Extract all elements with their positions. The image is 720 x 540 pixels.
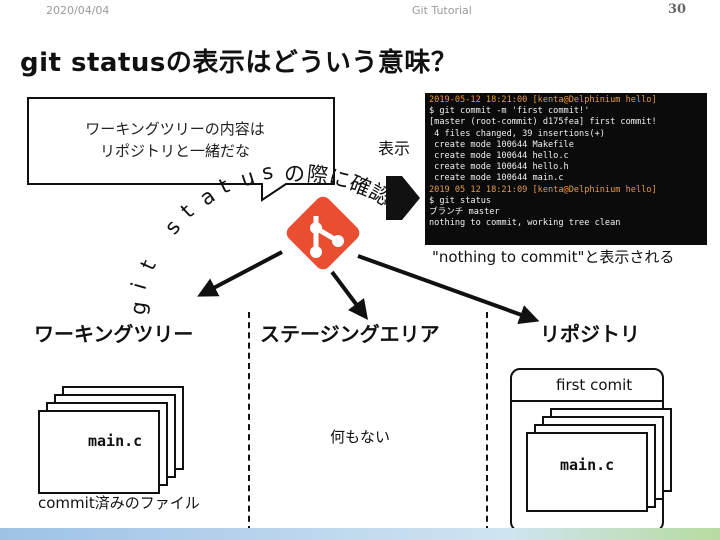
working-tree-label: ワーキングツリー xyxy=(34,322,194,346)
terminal-line: 4 files changed, 39 insertions(+) xyxy=(429,128,605,139)
terminal-caption: "nothing to commit"と表示される xyxy=(432,248,675,266)
file-main-c: main.c xyxy=(38,410,160,494)
terminal-line: $ git status xyxy=(429,195,492,206)
slide-header-title: Git Tutorial xyxy=(412,4,472,17)
committed-files-note: commit済みのファイル xyxy=(38,494,200,512)
repository-label: リポジトリ xyxy=(540,322,640,346)
commit-divider xyxy=(510,400,662,402)
file-name: main.c xyxy=(88,432,143,450)
staging-empty-note: 何もない xyxy=(330,428,391,446)
repo-file-name: main.c xyxy=(560,456,615,474)
page-title: git statusの表示はどういう意味？ xyxy=(20,48,458,78)
terminal-line: nothing to commit, working tree clean xyxy=(429,218,621,229)
bubble-line-2: リポジトリと一緒だな xyxy=(99,142,250,160)
big-right-arrow xyxy=(386,176,420,220)
curved-char: 際 xyxy=(305,161,329,188)
curved-char: g xyxy=(125,299,152,316)
commit-label: first comit xyxy=(556,376,633,394)
terminal-line: create mode 100644 hello.h xyxy=(429,162,569,173)
terminal-line: 2019-05-12 18:21:00 [kenta@Delphinium he… xyxy=(429,95,657,105)
curved-char: の xyxy=(284,161,306,187)
terminal-line: $ git commit -m 'first commit!' xyxy=(429,106,590,117)
terminal-line: 2019 05 12 18:21:09 [kenta@Delphinium he… xyxy=(429,184,657,195)
bubble-line-1: ワーキングツリーの内容は xyxy=(85,120,265,138)
terminal-output: 2019-05-12 18:21:00 [kenta@Delphinium he… xyxy=(425,93,707,245)
page-number: 30 xyxy=(668,2,687,17)
terminal-line: ブランチ master xyxy=(429,207,500,218)
staging-area-label: ステージングエリア xyxy=(260,322,440,346)
slide-date: 2020/04/04 xyxy=(46,4,110,17)
footer-bar xyxy=(0,528,720,540)
display-label: 表示 xyxy=(378,139,411,158)
terminal-line: create mode 100644 hello.c xyxy=(429,151,569,162)
git-logo-icon xyxy=(286,196,360,270)
bubble-text: ワーキングツリーの内容は リポジトリと一緒だな xyxy=(30,118,320,162)
separator-left xyxy=(248,312,250,532)
separator-right xyxy=(486,312,488,532)
terminal-line: create mode 100644 Makefile xyxy=(429,139,574,150)
repo-file-main-c: main.c xyxy=(526,432,648,512)
terminal-line: create mode 100644 main.c xyxy=(429,173,564,184)
terminal-line: [master (root-commit) d175fea] first com… xyxy=(429,117,657,128)
